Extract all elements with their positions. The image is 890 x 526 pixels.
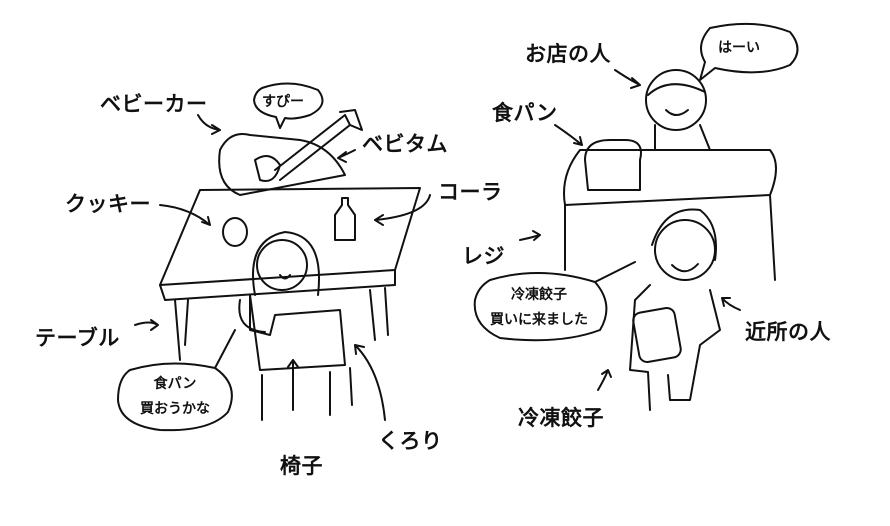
label-stroller: ベビーカー — [100, 92, 208, 116]
label-bebitamu: ベビタム — [362, 132, 448, 156]
bubble-kurori-line1: 食パン — [153, 376, 197, 392]
speech-bubble-baby — [253, 82, 324, 129]
label-neighbor: 近所の人 — [745, 320, 831, 344]
bubble-text-neighbor: 冷凍餃子 買いに来ました — [478, 283, 600, 333]
table-drawing — [159, 187, 421, 361]
label-chair: 椅子 — [280, 454, 323, 478]
label-cola: コーラ — [438, 180, 503, 204]
speech-bubble-neighbor — [473, 261, 636, 342]
label-kurori: くろり — [378, 429, 443, 453]
gyoza-pack-drawing — [632, 307, 682, 363]
neighbor-drawing — [629, 208, 721, 411]
bubble-text-baby: すぴー — [262, 94, 304, 110]
kurori-drawing — [238, 231, 353, 421]
label-frozen-gyoza: 冷凍餃子 — [518, 406, 604, 430]
speech-bubble-shop — [699, 22, 799, 81]
label-cookie: クッキー — [65, 192, 151, 216]
bubble-neighbor-line1: 冷凍餃子 — [511, 287, 567, 303]
cookie-drawing — [222, 217, 248, 247]
shop-person-drawing — [645, 69, 711, 151]
arrows-right — [519, 69, 741, 391]
label-register: レジ — [462, 244, 505, 268]
bubble-kurori-line2: 買おうかな — [140, 401, 210, 417]
bread-drawing — [584, 139, 642, 191]
label-table: テーブル — [35, 326, 120, 350]
stroller-drawing — [218, 109, 363, 196]
arrows-left — [134, 114, 431, 421]
label-shop-person: お店の人 — [525, 42, 611, 66]
speech-bubble-kurori — [117, 329, 236, 432]
bubble-text-kurori: 食パン 買おうかな — [125, 372, 225, 422]
cola-bottle-drawing — [334, 197, 356, 241]
label-bread: 食パン — [492, 101, 558, 125]
counter-drawing — [563, 149, 777, 281]
bubble-neighbor-line2: 買いに来ました — [490, 312, 588, 328]
bubble-text-shop: はーい — [718, 40, 760, 56]
